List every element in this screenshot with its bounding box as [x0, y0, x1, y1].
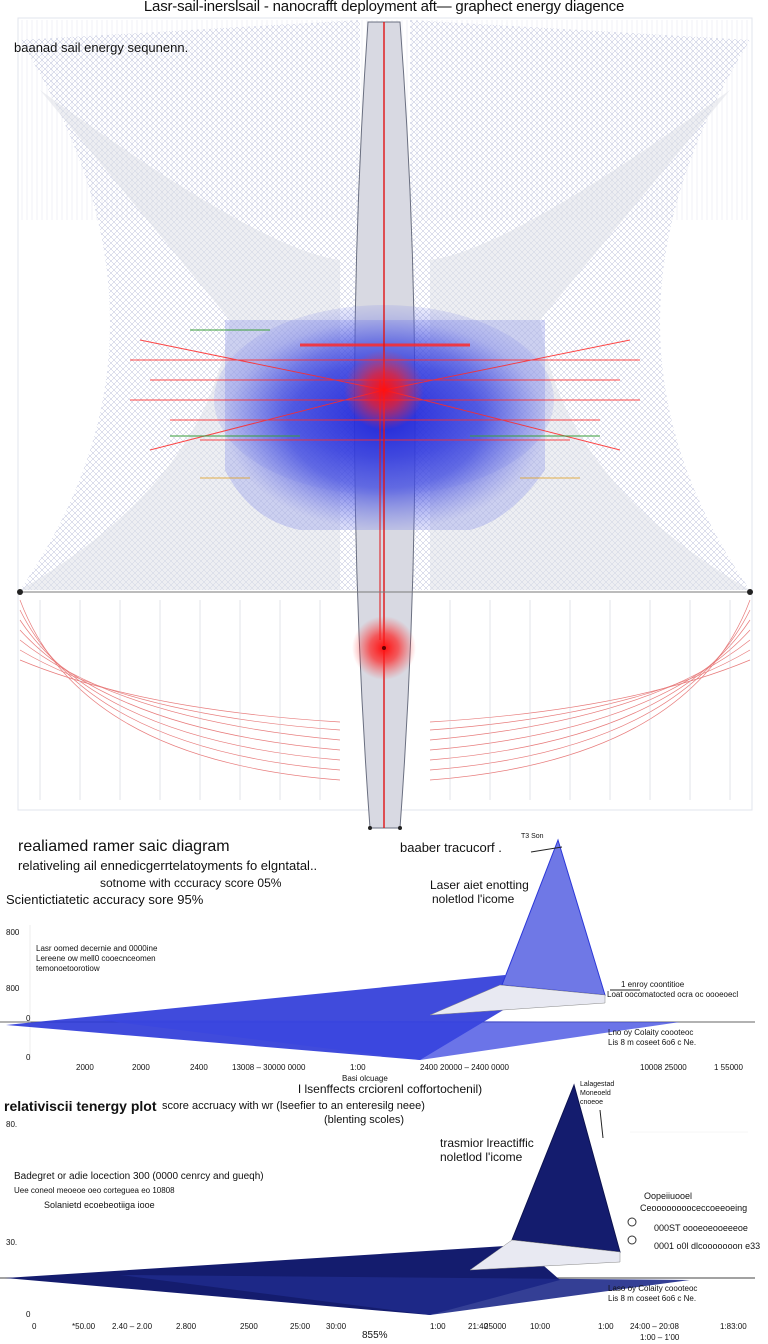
section3-low-right-note: Laso oy Colaity coooteoc Lis 8 m coseet … — [608, 1284, 698, 1303]
s3-xtick: 1:00 – 1'00 — [640, 1333, 680, 1342]
s2-ytick: 0 — [26, 1014, 31, 1023]
s3-xtick: 2.800 — [176, 1322, 197, 1331]
s2-xtick: 2000 — [132, 1063, 150, 1072]
section3-top-note: Lalagestad Moneoeld cnoeoe — [580, 1081, 615, 1106]
lower-grid-lines — [39, 600, 731, 800]
section2-top-note: T3 Son — [521, 833, 544, 840]
section3-left-note: Badegret or adie locection 300 (0000 cen… — [14, 1171, 264, 1210]
s2-xtick: 13008 – 30000 0000 — [232, 1063, 306, 1072]
s3-ytick: 80. — [6, 1120, 18, 1129]
section3-center-line2: (blenting scoles) — [324, 1114, 405, 1126]
upper-laser-focus — [344, 350, 424, 430]
section2-right-title: baaber tracucorf . — [400, 840, 502, 855]
section2-heading: realiamed ramer saic diagram — [18, 838, 230, 855]
section3-peak-label: trasmior lreactiffic noletlod l'icome — [440, 1136, 534, 1164]
section2-left-note: Lasr oomed decernie and 0000ine Lereene … — [36, 944, 158, 973]
s3-xtick: 25:00 — [290, 1322, 311, 1331]
s3-xtick: 2500 — [240, 1322, 258, 1331]
s2-xtick: 10008 25000 — [640, 1063, 687, 1072]
s3-xtick: 30:00 — [326, 1322, 347, 1331]
s3-xtick: 24:00 – 20:08 — [630, 1322, 679, 1331]
s3-xtick: 25000 — [484, 1322, 507, 1331]
s3-xtick: 1:00 — [598, 1322, 614, 1331]
section2-low-right-note: Lno oy Colaity coooteoc Lis 8 m coseet 6… — [608, 1028, 697, 1047]
option-2[interactable]: 0001 o0l dlcooooooon e33 — [654, 1241, 761, 1251]
section3-plot — [0, 1083, 755, 1315]
s3-xtick: 10:00 — [530, 1322, 551, 1331]
s2-ytick: 800 — [6, 984, 20, 993]
s3-ytick: 0 — [26, 1310, 31, 1319]
section2-peak-label: Laser aiet enotting noletlod l'icome — [430, 878, 529, 906]
green-rays — [170, 329, 600, 437]
laser-rays — [130, 339, 640, 451]
option-1[interactable]: 000ST oooeoeooeeeoe — [654, 1223, 748, 1233]
s2-xtick: 2400 — [190, 1063, 208, 1072]
section2-line3: sotnome with cccuracy score 05% — [100, 876, 282, 890]
page-title: Lasr-sail-inerslsail - nanocrafft deploy… — [143, 0, 625, 15]
section3-title: relativiscii tenergy plot — [4, 1098, 157, 1114]
section2-plot — [0, 838, 755, 1060]
s3-xtick: 2.40 – 2.00 — [112, 1322, 153, 1331]
s2-ytick: 0 — [26, 1053, 31, 1062]
s3-xtick: *50.00 — [72, 1322, 96, 1331]
s2-peak — [501, 838, 606, 996]
page-subtitle: baanad sail energy sequnenn. — [14, 40, 189, 55]
s3-xtick: 0 — [32, 1322, 37, 1331]
section2-line2: relativeling ail ennedicgerrtelatoyments… — [18, 858, 318, 873]
section2-mid-right-note: 1 enroy coontitioe Loat oocomatocted ocr… — [607, 980, 739, 999]
s2-ytick: 800 — [6, 928, 20, 937]
section3-title-rest: score accruacy with wr (lseefier to an e… — [162, 1100, 425, 1112]
s3-xtick: 1:83:00 — [720, 1322, 747, 1331]
section3-options: Oopeiiuooel Ceooooooooceccoeeoeing 000ST… — [640, 1191, 761, 1251]
s3-ytick: 30. — [6, 1238, 18, 1247]
s3-peak — [511, 1083, 621, 1253]
section3-bottom-center: 855% — [362, 1330, 388, 1341]
s2-xtick: 2400 20000 – 2400 0000 — [420, 1063, 509, 1072]
s2-xtick: 1:00 — [350, 1063, 366, 1072]
s2-xtick: 1 55000 — [714, 1063, 743, 1072]
section3-center-line1: I lsenffects crciorenl coffortochenil) — [297, 1082, 483, 1096]
s2-axis-mid: Basi olcuage — [342, 1074, 388, 1083]
s2-xtick: 2000 — [76, 1063, 94, 1072]
section2-line4: Scientictiatetic accuracy sore 95% — [6, 892, 204, 907]
s3-xtick: 1:00 — [430, 1322, 446, 1331]
s3-xtick: 21:40 — [468, 1322, 489, 1331]
